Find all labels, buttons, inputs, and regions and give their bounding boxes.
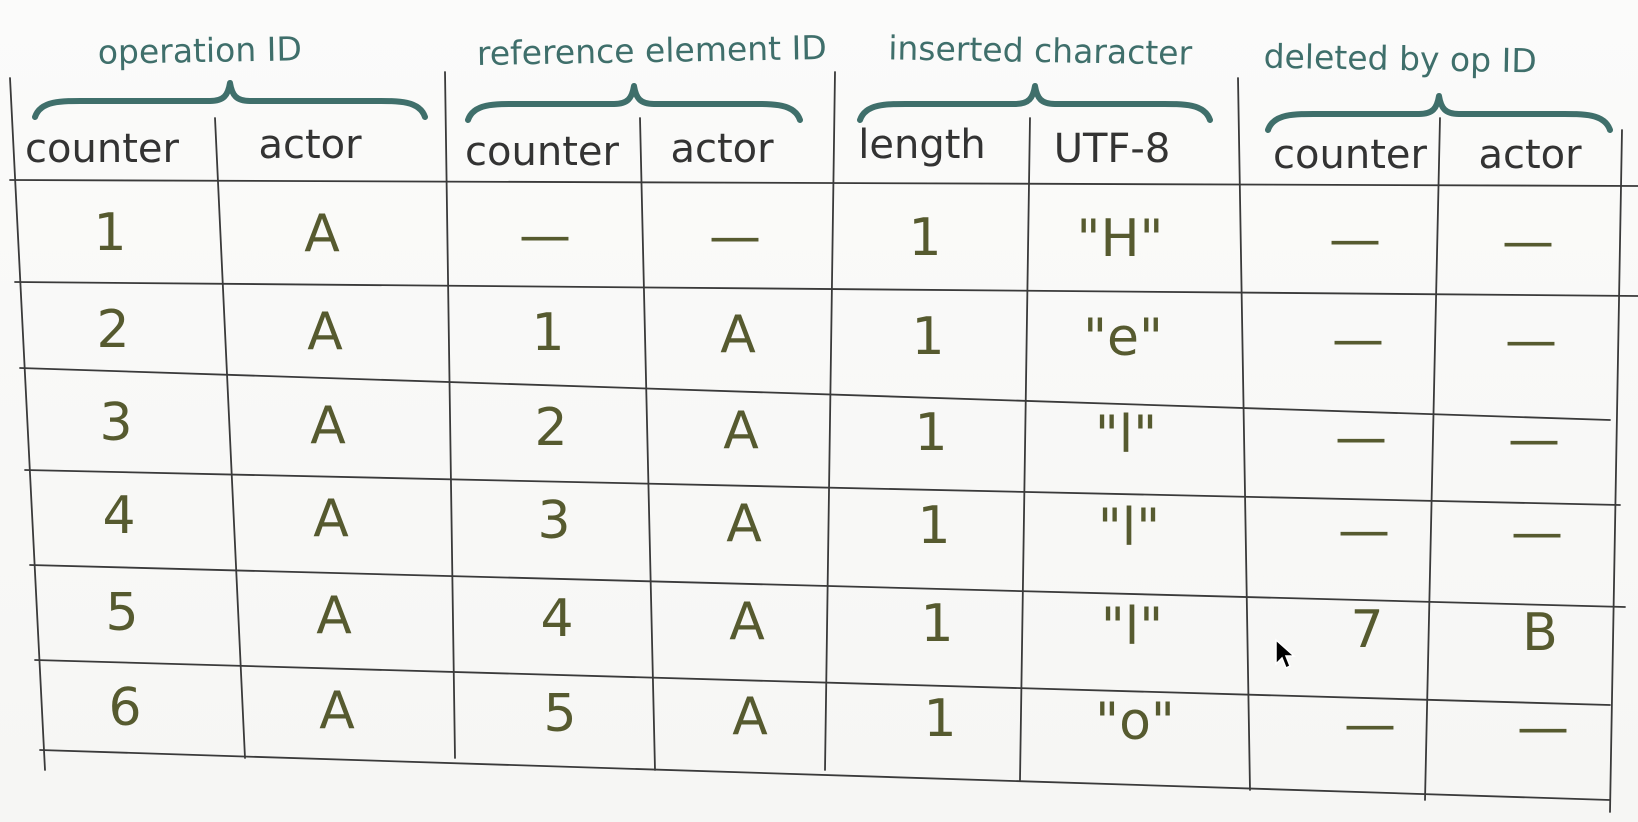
table-cell: "l" (1098, 498, 1160, 558)
group-brace (857, 83, 1213, 123)
table-cell: A (307, 302, 343, 362)
grid-column-line (1424, 117, 1441, 801)
mouse-pointer-icon (1275, 638, 1296, 670)
table-cell: — (1511, 503, 1563, 563)
grid-column-line (824, 71, 836, 771)
table-cell: 4 (540, 589, 573, 649)
table-cell: 2 (534, 398, 567, 458)
table-cell: — (519, 206, 571, 266)
table-cell: 6 (108, 678, 141, 738)
table-cell: "l" (1101, 597, 1163, 657)
group-labels: operation ID reference element ID insert… (97, 28, 1537, 80)
table-cell: 5 (105, 583, 138, 643)
group-label-reference-element-id: reference element ID (477, 28, 827, 73)
column-header-length: length (858, 122, 986, 168)
grid-row-line (24, 469, 1621, 506)
table-cell: A (316, 586, 352, 646)
group-brace (465, 83, 803, 123)
grid-column-line (214, 117, 246, 759)
grid-column-line (639, 117, 656, 771)
table-cell: — (1517, 698, 1569, 758)
grid-row-line (9, 179, 1638, 187)
column-header-op-actor: actor (258, 122, 362, 168)
table-cell: 5 (543, 684, 576, 744)
column-header-del-counter: counter (1273, 132, 1427, 178)
table-cell: — (1329, 210, 1381, 270)
column-headers: counter actor counter actor length UTF-8… (25, 122, 1582, 178)
table-cell: 3 (99, 393, 132, 453)
table-cell: A (310, 396, 346, 456)
table-cell: 3 (537, 491, 570, 551)
table-cell: — (1335, 408, 1387, 468)
table-cell: A (313, 489, 349, 549)
table-cell: — (1344, 695, 1396, 755)
table-cell: "l" (1095, 405, 1157, 465)
table-cell: 1 (920, 594, 953, 654)
table-cell: "H" (1077, 209, 1164, 269)
group-brace (1265, 93, 1613, 133)
table-cell: — (1505, 311, 1557, 371)
grid-column-line (1019, 117, 1031, 781)
table-cell: 4 (102, 486, 135, 546)
column-header-del-actor: actor (1478, 132, 1582, 178)
table-cell: 1 (93, 203, 126, 263)
table-cell: — (1502, 212, 1554, 272)
grid-column-line (1237, 77, 1251, 791)
group-label-deleted-by-op-id: deleted by op ID (1263, 37, 1537, 81)
table-cell: "o" (1095, 692, 1175, 752)
table-cell: A (729, 592, 765, 652)
table-cell: 1 (911, 307, 944, 367)
grid-column-line (1609, 129, 1623, 813)
table-cell: — (709, 207, 761, 267)
table-cell: A (723, 401, 759, 461)
group-brace (32, 80, 428, 120)
grid-row-line (14, 281, 1638, 297)
column-header-ref-counter: counter (465, 129, 619, 175)
grid-column-line (9, 77, 46, 771)
table-cell: — (1508, 410, 1560, 470)
table-cell: 1 (914, 403, 947, 463)
table-cell: "e" (1083, 308, 1163, 368)
table-cell: 1 (908, 208, 941, 268)
table-cell: 1 (531, 303, 564, 363)
group-label-inserted-character: inserted character (888, 28, 1193, 72)
table-cell: — (1338, 501, 1390, 561)
table-cell: A (304, 204, 340, 264)
table-cell: A (732, 687, 768, 747)
table-cell: A (720, 305, 756, 365)
group-label-operation-id: operation ID (97, 29, 302, 72)
column-header-utf8: UTF-8 (1054, 126, 1171, 172)
table-cell: A (726, 494, 762, 554)
column-header-op-counter: counter (25, 126, 179, 172)
table-cell: B (1522, 603, 1558, 663)
table-cell: 2 (96, 300, 129, 360)
table-cell: 1 (923, 689, 956, 749)
table-cell: A (319, 681, 355, 741)
table-cell: — (1332, 310, 1384, 370)
group-braces (32, 80, 1613, 133)
table-cell: 7 (1350, 600, 1383, 660)
column-header-ref-actor: actor (670, 126, 774, 172)
table-cell: 1 (917, 496, 950, 556)
grid-column-line (444, 71, 456, 759)
